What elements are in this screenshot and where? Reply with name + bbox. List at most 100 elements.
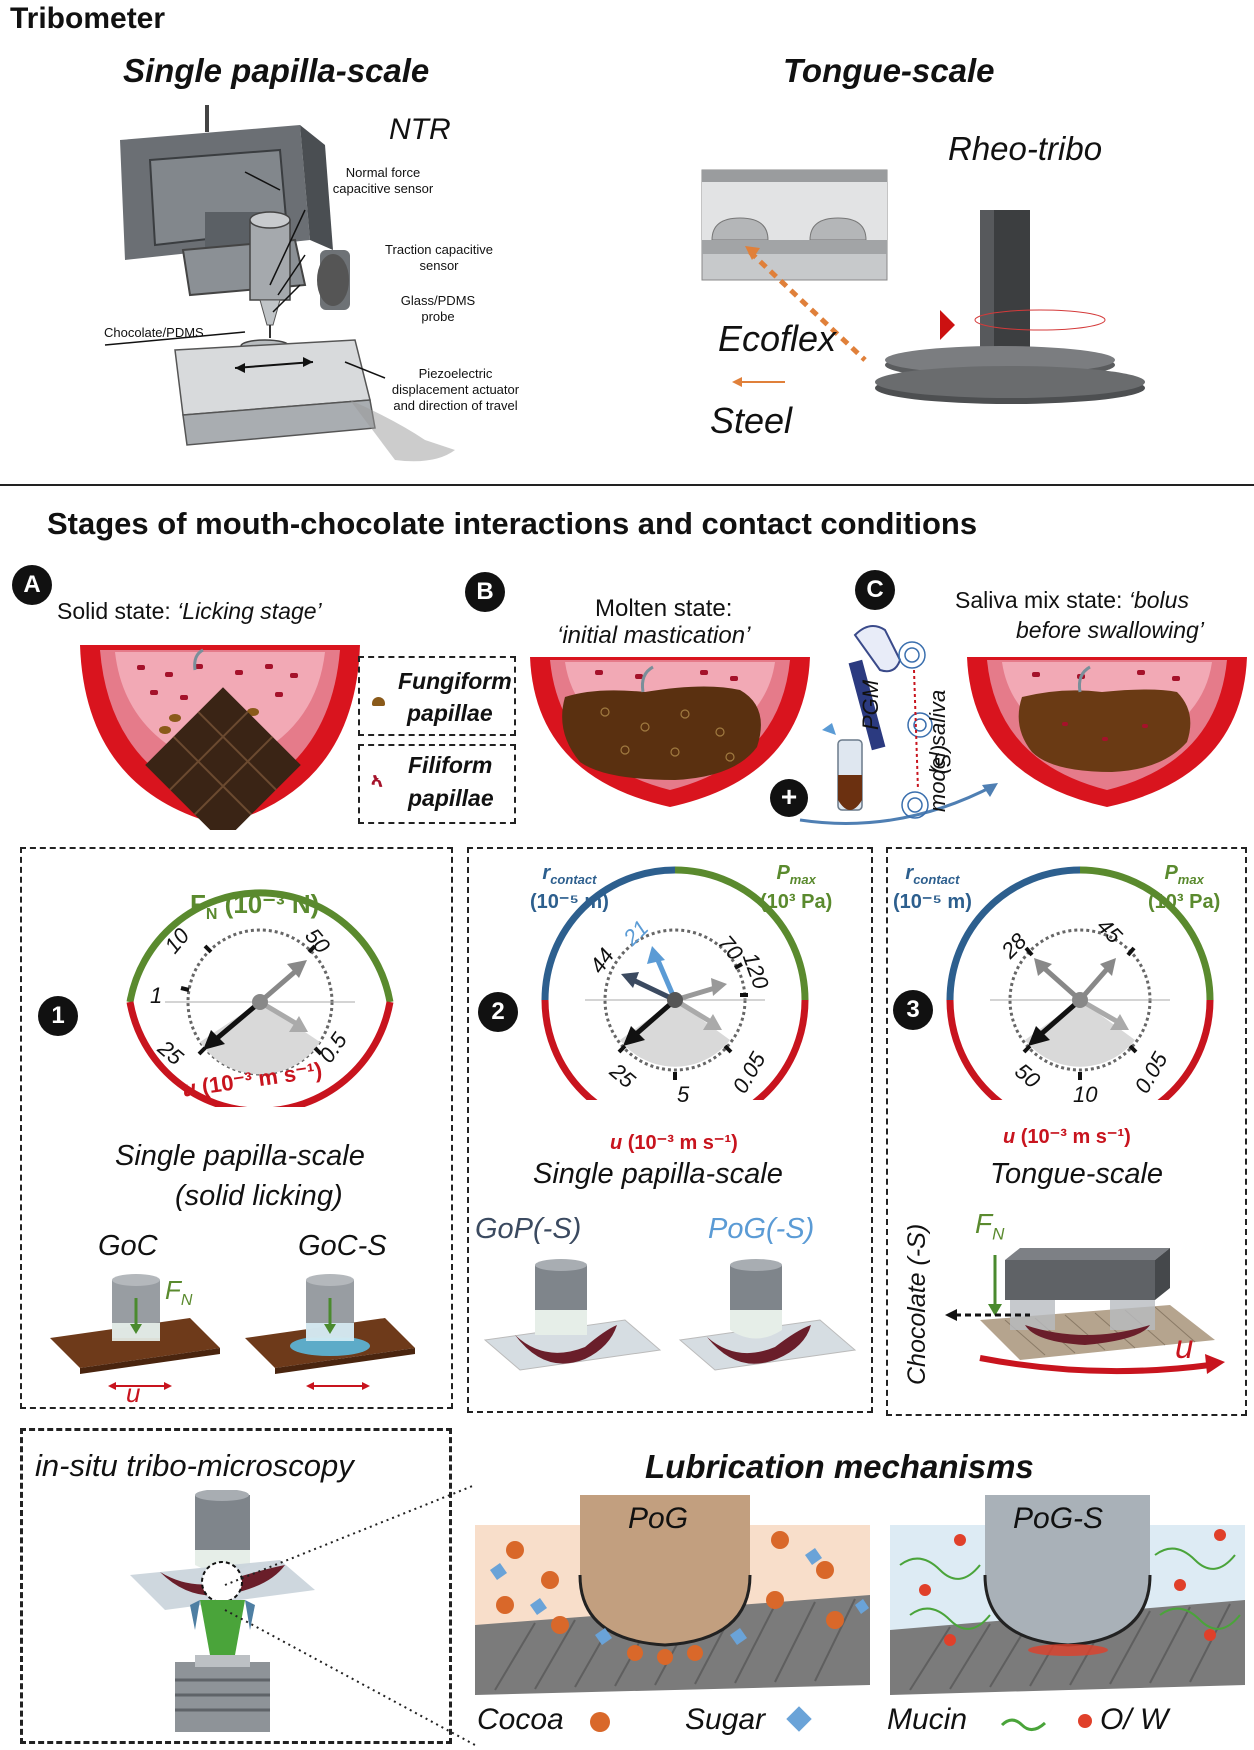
gauge3-u: u xyxy=(1003,1126,1016,1148)
gauge3-p: P xyxy=(1164,862,1178,884)
panel3-fn-sub: N xyxy=(992,1224,1005,1244)
gauge3-p-sub: max xyxy=(1177,872,1204,887)
goc-label: GoC xyxy=(98,1230,158,1262)
pog-mech-label: PoG xyxy=(628,1502,689,1535)
mouth-solid-illustration xyxy=(80,645,360,830)
filiform-icon: ኣ xyxy=(371,770,383,792)
normal-force-callout-l1: Normal force capacitive sensor xyxy=(332,165,434,196)
chocolate-pdms-callout: Chocolate/PDMS xyxy=(104,325,204,340)
piezo-callout-text: Piezoelectric displacement actuator and … xyxy=(391,366,520,413)
panel-2 xyxy=(467,847,873,1413)
rheo-tribo-label: Rheo-tribo xyxy=(948,130,1103,167)
badge-a: A xyxy=(12,565,52,605)
gauge1-fn-sub: N xyxy=(205,906,218,924)
gauge1-fn-unit: (10⁻³ N) xyxy=(217,889,320,919)
gauge3-r: r xyxy=(905,862,914,884)
gauge2-p-unit: (10³ Pa) xyxy=(760,891,833,913)
tribometer-title: Tribometer xyxy=(10,2,166,35)
gauge1-fn: F xyxy=(190,889,206,919)
mouth-molten-illustration xyxy=(530,657,810,807)
pgm-label: PGM xyxy=(858,679,883,730)
pog-mechanism-illustration xyxy=(475,1495,870,1695)
stage-a-italic: ‘Licking stage’ xyxy=(177,598,322,624)
gauge2-r-unit: (10⁻⁵ m) xyxy=(530,891,609,913)
stage-c-plain: Saliva mix state: xyxy=(955,587,1129,613)
gauge1-tick-1: 1 xyxy=(150,983,163,1008)
sugar-icon xyxy=(786,1706,812,1732)
panel1-caption-2: (solid licking) xyxy=(175,1180,343,1212)
pogs-mech-label: PoG-S xyxy=(1013,1502,1104,1535)
gauge2-u: u xyxy=(610,1132,623,1154)
stage-a-text: Solid state: ‘Licking stage’ xyxy=(57,598,322,625)
gauge2-u-label: u (10⁻³ m s⁻¹) xyxy=(610,1130,738,1155)
gauge-3 xyxy=(946,866,1214,1100)
panel3-u-arrow-label: u xyxy=(1175,1328,1194,1365)
insitu-panel xyxy=(20,1428,452,1744)
insitu-title: in-situ tribo-microscopy xyxy=(35,1448,354,1483)
gauge2-r-sub: contact xyxy=(550,872,597,887)
stage-b-line1: Molten state: xyxy=(595,595,733,622)
gauge3-tick-10: 10 xyxy=(1073,1082,1098,1107)
badge-1: 1 xyxy=(38,996,78,1036)
gauge2-r: r xyxy=(542,862,551,884)
panel2-caption: Single papilla-scale xyxy=(533,1158,783,1190)
filiform-line2: papillae xyxy=(408,785,494,811)
gauge3-u-label: u (10⁻³ m s⁻¹) xyxy=(1003,1124,1131,1149)
filiform-legend xyxy=(358,744,516,824)
section-divider xyxy=(0,484,1254,486)
rheo-tribo-illustration xyxy=(701,169,1145,404)
tongue-scale-heading: Tongue-scale xyxy=(783,52,995,89)
plus-text: + xyxy=(780,781,798,812)
steel-label: Steel xyxy=(710,400,793,441)
gauge3-p-unit: (10³ Pa) xyxy=(1148,891,1221,913)
gauge2-tick-5: 5 xyxy=(677,1082,690,1107)
saliva-preparation-illustration xyxy=(799,625,998,825)
probe-callout: Glass/PDMS probe xyxy=(388,293,488,325)
panel3-chocolate-label: Chocolate (-S) xyxy=(903,1223,931,1385)
goc-u-label: u xyxy=(126,1378,141,1408)
piezo-callout: Piezoelectric displacement actuator and … xyxy=(388,366,523,414)
single-papilla-heading: Single papilla-scale xyxy=(123,52,430,89)
badge-b: B xyxy=(465,572,505,612)
tongue-contact-illustration xyxy=(945,1248,1225,1375)
probe-callout-text: Glass/PDMS probe xyxy=(400,293,476,324)
goc-illustration xyxy=(50,1274,415,1390)
cocoa-label: Cocoa xyxy=(477,1703,564,1736)
traction-callout: Traction capacitive sensor xyxy=(384,242,494,274)
panel-3 xyxy=(886,847,1247,1416)
gauge2-p: P xyxy=(776,862,790,884)
fungiform-legend xyxy=(358,656,516,736)
panel1-caption-1: Single papilla-scale xyxy=(115,1140,365,1172)
goc-fn-label: FN xyxy=(165,1275,192,1310)
insitu-illustration xyxy=(130,1490,315,1732)
mucin-icon xyxy=(1000,1718,1047,1731)
stage-b-line2: ‘initial mastication’ xyxy=(557,622,751,649)
traction-callout-text: Traction capacitive sensor xyxy=(385,242,493,273)
gop-label: GoP(-S) xyxy=(475,1213,582,1245)
stages-heading: Stages of mouth-chocolate interactions a… xyxy=(47,506,978,541)
gauge2-p-label: Pmax (10³ Pa) xyxy=(760,862,832,913)
panel-1 xyxy=(20,847,453,1409)
gauge3-u-unit: (10⁻³ m s⁻¹) xyxy=(1015,1126,1131,1148)
gauge2-p-sub: max xyxy=(789,872,816,887)
stage-c-italic: ‘bolus xyxy=(1128,587,1189,613)
lubrication-title: Lubrication mechanisms xyxy=(645,1448,1034,1485)
zoom-lines xyxy=(224,1484,476,1746)
ntr-label: NTR xyxy=(389,113,451,146)
gauge3-p-label: Pmax (10³ Pa) xyxy=(1148,862,1220,913)
mouth-saliva-illustration xyxy=(967,657,1247,807)
cocoa-icon xyxy=(590,1712,610,1732)
plus-icon: + xyxy=(770,779,808,817)
panel3-caption: Tongue-scale xyxy=(990,1158,1164,1190)
stage-a-plain: Solid state: xyxy=(57,598,178,624)
goc-s-label: GoC-S xyxy=(298,1230,387,1262)
badge-c: C xyxy=(855,570,895,610)
gauge3-r-unit: (10⁻⁵ m) xyxy=(893,891,972,913)
goc-fn-sub: N xyxy=(180,1292,193,1310)
gauge3-r-sub: contact xyxy=(913,872,960,887)
gauge2-r-label: rcontact (10⁻⁵ m) xyxy=(530,862,609,913)
pog-label: PoG(-S) xyxy=(708,1213,815,1245)
filiform-line1: Filiform xyxy=(408,752,493,778)
gauge-2 xyxy=(541,866,809,1100)
fungiform-line1: Fungiform xyxy=(398,668,512,694)
